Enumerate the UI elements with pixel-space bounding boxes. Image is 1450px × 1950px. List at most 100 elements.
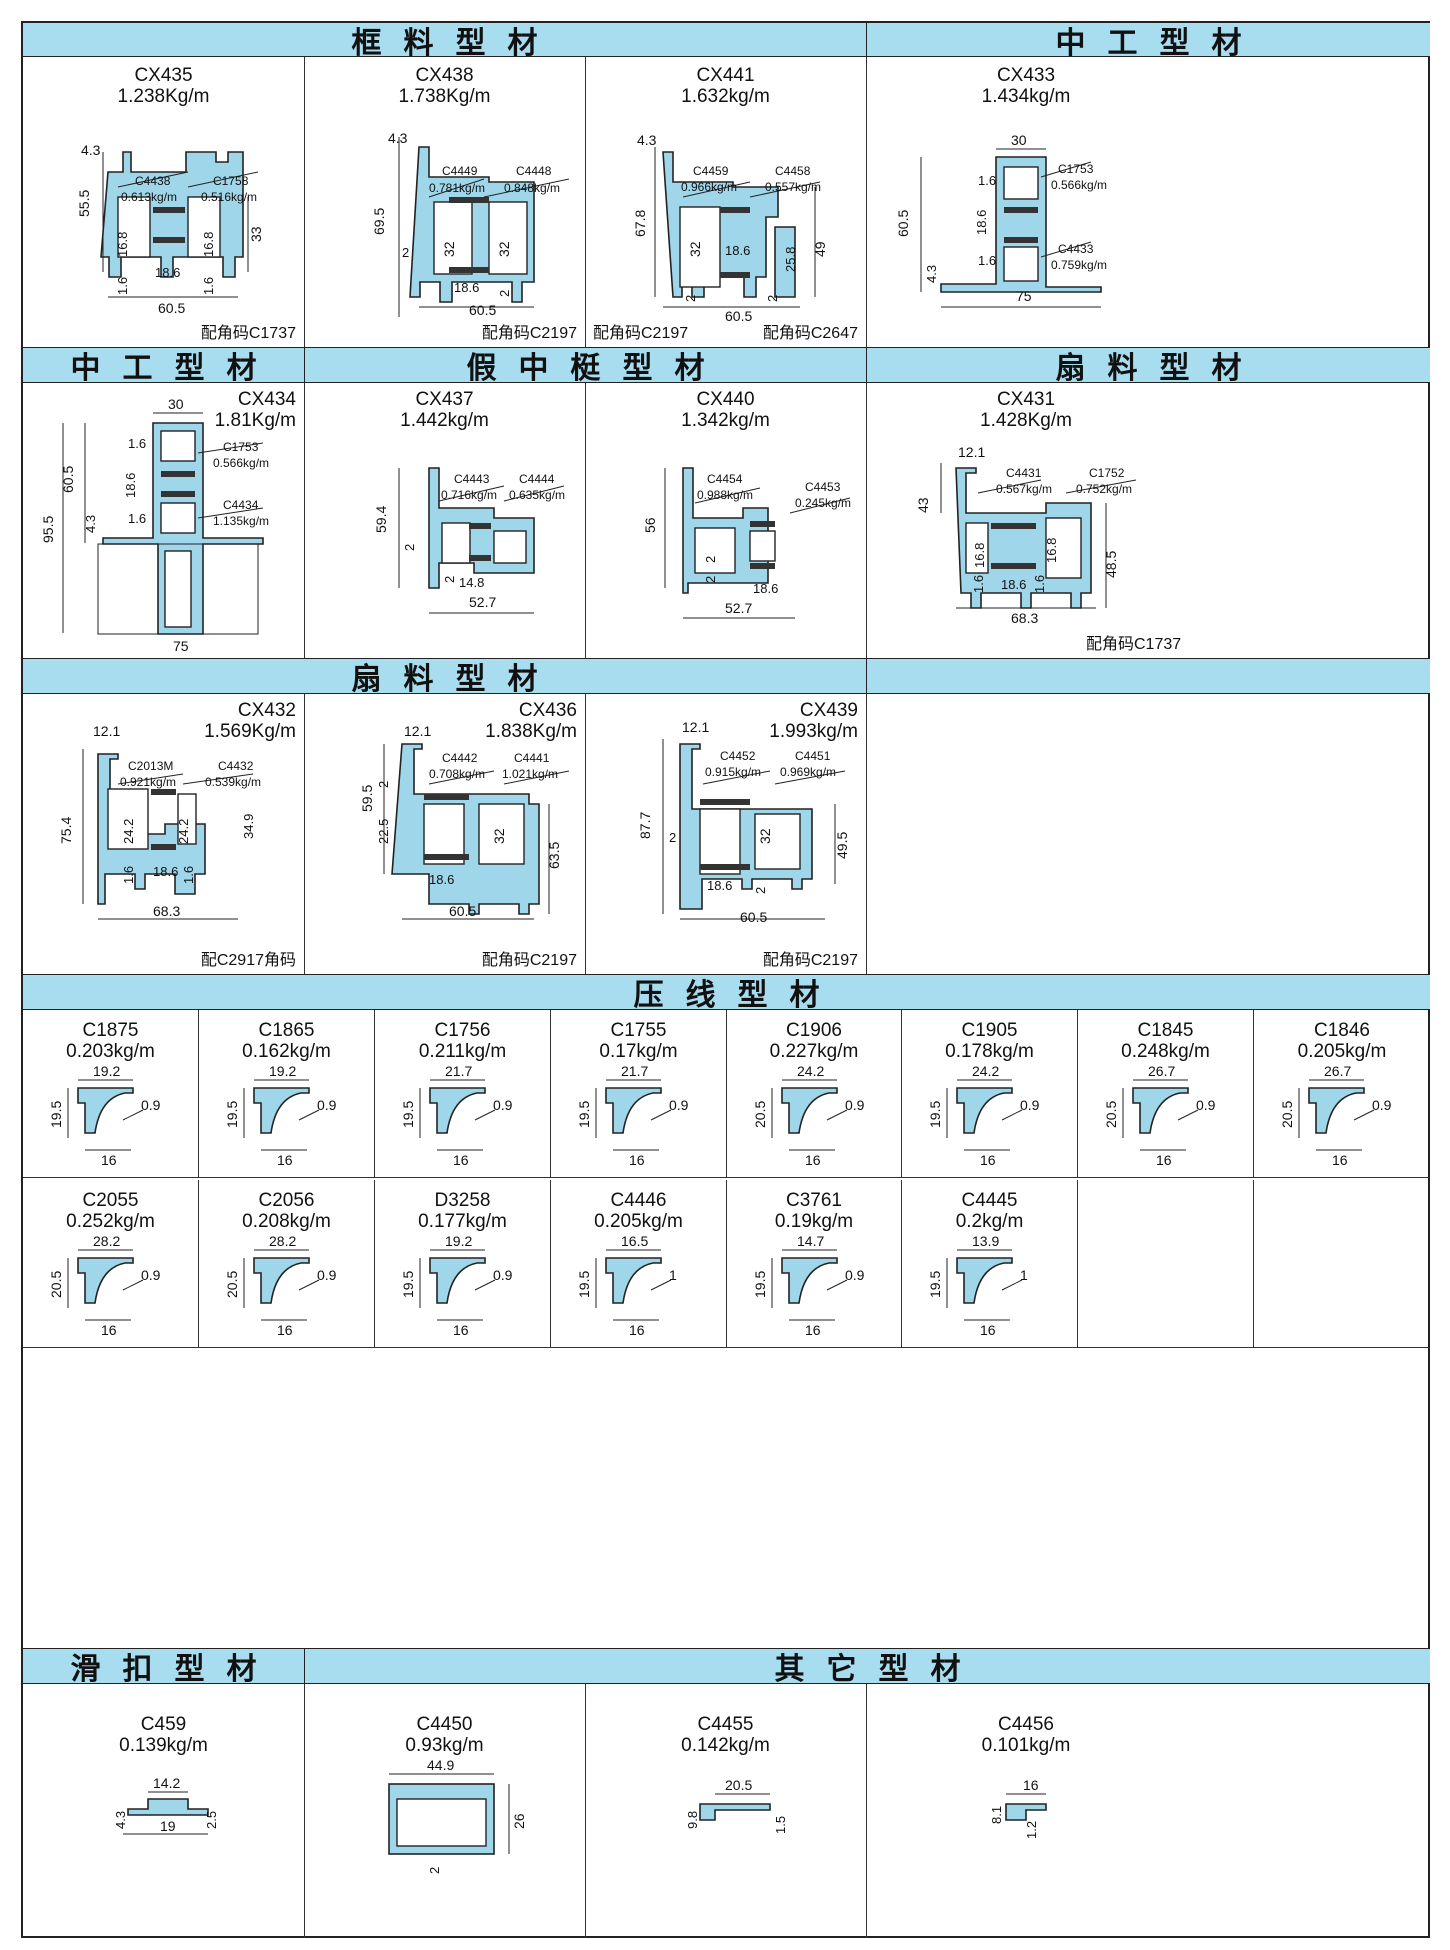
svg-text:1.5: 1.5 — [773, 1816, 788, 1834]
svg-text:18.6: 18.6 — [725, 243, 750, 258]
svg-text:14.8: 14.8 — [459, 575, 484, 590]
bead-thickness: 1 — [669, 1267, 677, 1283]
corner-note-2: 配角码C2647 — [762, 325, 858, 342]
svg-text:32: 32 — [687, 241, 703, 257]
section-header-frame: 框料型材 — [23, 23, 866, 60]
part-code: C4452 — [720, 749, 756, 763]
profile-drawing: 30 1.6 60.5 18.6 1.6 4.3 75 C1753 0.566k… — [895, 132, 1107, 308]
profile-weight: 0.252kg/m — [66, 1211, 155, 1232]
bead-base: 16 — [277, 1322, 293, 1338]
svg-text:2: 2 — [669, 830, 676, 845]
profile-code: C4455 — [697, 1714, 754, 1735]
svg-text:68.3: 68.3 — [153, 903, 180, 919]
profile-weight: 1.993kg/m — [769, 721, 858, 742]
profile-drawing: 4.3 55.5 16.8 18.6 16.8 33 1.6 1.6 60.5 … — [76, 142, 264, 316]
profile-drawing: 4.3 67.8 32 18.6 25.8 49 2 60.5 2 C4459 … — [632, 132, 828, 324]
bead-width: 24.2 — [972, 1063, 999, 1079]
bead-drawing: 24.2 19.5 0.9 16 — [927, 1063, 1040, 1168]
profile-weight: 1.738Kg/m — [398, 86, 491, 107]
svg-text:1.6: 1.6 — [971, 575, 986, 593]
bead-base: 16 — [805, 1152, 821, 1168]
part-weight: 0.708kg/m — [429, 767, 485, 781]
profile-weight: 1.238Kg/m — [117, 86, 210, 107]
profile-weight: 0.205kg/m — [1297, 1041, 1387, 1062]
profile-weight: 1.442kg/m — [400, 410, 489, 431]
svg-text:2.5: 2.5 — [204, 1811, 219, 1829]
bead-width: 26.7 — [1148, 1063, 1175, 1079]
profile-code: C1755 — [610, 1020, 667, 1041]
svg-text:4.3: 4.3 — [388, 130, 408, 146]
part-weight: 0.759kg/m — [1051, 258, 1107, 272]
profile-weight: 1.632kg/m — [681, 86, 770, 107]
part-code: C1752 — [1089, 466, 1125, 480]
part-code: C4442 — [442, 751, 478, 765]
bead-drawing: 21.7 19.5 0.9 16 — [400, 1063, 513, 1168]
part-weight: 0.969kg/m — [780, 765, 836, 779]
profile-weight: 0.203kg/m — [66, 1041, 155, 1062]
svg-text:1.6: 1.6 — [978, 173, 996, 188]
profile-code: C4445 — [961, 1190, 1018, 1211]
svg-text:2: 2 — [703, 556, 718, 563]
part-code: C4444 — [519, 472, 555, 486]
profile-weight: 0.178kg/m — [945, 1041, 1034, 1062]
svg-text:60.5: 60.5 — [895, 210, 911, 237]
svg-text:60.5: 60.5 — [725, 308, 752, 324]
svg-text:59.5: 59.5 — [359, 785, 375, 812]
bead-thickness: 0.9 — [141, 1097, 161, 1113]
svg-text:34.9: 34.9 — [241, 814, 256, 839]
profile-code: C1845 — [1137, 1020, 1194, 1041]
bead-height: 19.5 — [576, 1271, 592, 1298]
section-header-glazing-bead: 压线型材 — [23, 974, 1430, 1012]
profile-code: C4450 — [416, 1714, 473, 1735]
svg-text:2: 2 — [683, 295, 698, 302]
bead-thickness: 0.9 — [845, 1267, 865, 1283]
bead-height: 20.5 — [1103, 1101, 1119, 1128]
profile-code: CX441 — [696, 65, 755, 86]
bead-width: 19.2 — [269, 1063, 296, 1079]
svg-text:2: 2 — [442, 576, 457, 583]
bead-width: 26.7 — [1324, 1063, 1351, 1079]
bead-height: 19.5 — [400, 1271, 416, 1298]
corner-note: 配角码C2197 — [762, 952, 858, 969]
svg-text:12.1: 12.1 — [682, 719, 709, 735]
profile-drawing: 12.1 87.7 2 32 49.5 18.6 2 60.5 C4452 0.… — [637, 719, 850, 925]
bead-width: 19.2 — [93, 1063, 120, 1079]
bead-drawing: 28.2 20.5 0.9 16 — [48, 1233, 161, 1338]
profile-code: C1846 — [1314, 1020, 1370, 1041]
corner-note: 配角码C1737 — [200, 325, 296, 342]
bead-drawing: 28.2 20.5 0.9 16 — [224, 1233, 337, 1338]
svg-text:18.6: 18.6 — [753, 581, 778, 596]
profile-weight: 0.142kg/m — [681, 1735, 770, 1756]
bead-height: 20.5 — [752, 1101, 768, 1128]
part-code: C4448 — [516, 164, 552, 178]
part-code: C4438 — [135, 174, 171, 188]
svg-text:18.6: 18.6 — [123, 473, 138, 498]
part-code: C1753 — [1058, 162, 1094, 176]
svg-text:32: 32 — [491, 828, 507, 844]
profile-weight: 0.177kg/m — [418, 1211, 507, 1232]
bead-height: 19.5 — [400, 1101, 416, 1128]
bead-drawing: 24.2 20.5 0.9 16 — [752, 1063, 865, 1168]
profile-weight: 0.139kg/m — [119, 1735, 208, 1756]
svg-text:18.6: 18.6 — [707, 878, 732, 893]
svg-text:67.8: 67.8 — [632, 210, 648, 237]
profile-code: C4456 — [998, 1714, 1054, 1735]
svg-text:1.6: 1.6 — [121, 866, 136, 884]
bead-drawing: 14.7 19.5 0.9 16 — [752, 1233, 865, 1338]
bead-base: 16 — [453, 1322, 469, 1338]
svg-text:18.6: 18.6 — [454, 280, 479, 295]
part-weight: 0.566kg/m — [1051, 178, 1107, 192]
profile-weight: 1.838Kg/m — [485, 721, 577, 742]
part-code: C4449 — [442, 164, 478, 178]
part-weight: 0.516kg/m — [201, 190, 257, 204]
svg-text:30: 30 — [1011, 132, 1027, 148]
profile-drawing: 44.9 26 2 — [388, 1757, 527, 1874]
